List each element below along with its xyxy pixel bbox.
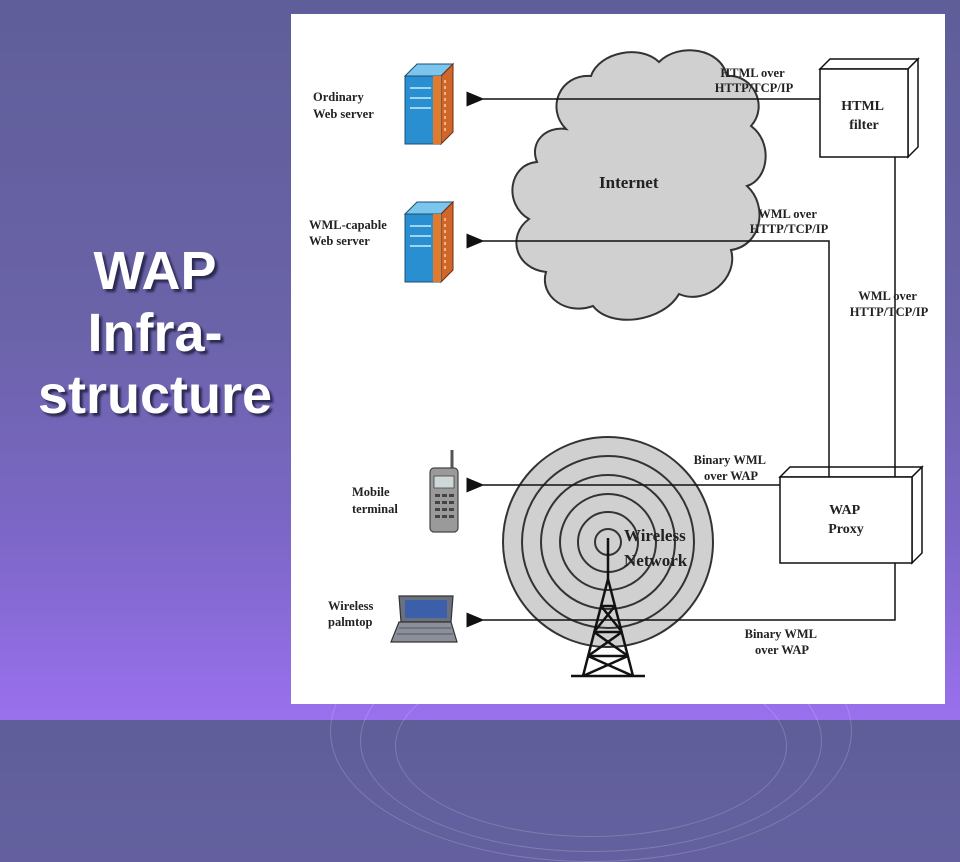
binary-wml-top-label: Binary WML over WAP <box>694 453 769 483</box>
svg-text:WAP Proxy: WAP Proxy <box>828 503 864 537</box>
binary-bottom-link-arrow <box>466 563 896 628</box>
ordinary-server-label: Ordinary Web server <box>313 90 374 121</box>
html-over-label: HTML over HTTP/TCP/IP <box>715 66 794 95</box>
wml-server-label: WML-capable Web server <box>309 218 390 248</box>
wml-over-right-label: WML over HTTP/TCP/IP <box>850 289 929 319</box>
svg-text:HTML filter: HTML filter <box>841 99 887 133</box>
wap-infrastructure-diagram: Internet Wireless Network HTML fi <box>309 49 929 678</box>
ordinary-web-server-icon <box>403 62 455 146</box>
binary-wml-bottom-label: Binary WML over WAP <box>745 627 820 657</box>
title-line-1: WAP <box>93 241 217 301</box>
palmtop-laptop-icon <box>390 595 458 643</box>
html-filter-box: HTML filter <box>818 57 920 159</box>
internet-cloud <box>511 49 767 321</box>
mobile-terminal-label: Mobile terminal <box>352 485 398 516</box>
wml-over-top-label: WML over HTTP/TCP/IP <box>750 207 829 236</box>
slide-title: WAP Infra- structure <box>0 240 310 426</box>
mobile-phone-icon <box>429 450 459 533</box>
wireless-network-label: Wireless Network <box>624 526 690 570</box>
antenna-tower-icon <box>571 538 645 678</box>
internet-label: Internet <box>599 173 659 192</box>
wap-proxy-box: WAP Proxy <box>778 465 924 565</box>
wml-top-link-arrow <box>466 233 830 477</box>
title-line-3: structure <box>37 365 273 425</box>
connection-lines <box>466 91 896 628</box>
title-line-2: Infra- <box>87 303 223 363</box>
diagram-panel: Internet Wireless Network HTML fi <box>291 14 945 704</box>
wml-capable-web-server-icon <box>403 200 455 284</box>
wireless-palmtop-label: Wireless palmtop <box>328 599 377 629</box>
